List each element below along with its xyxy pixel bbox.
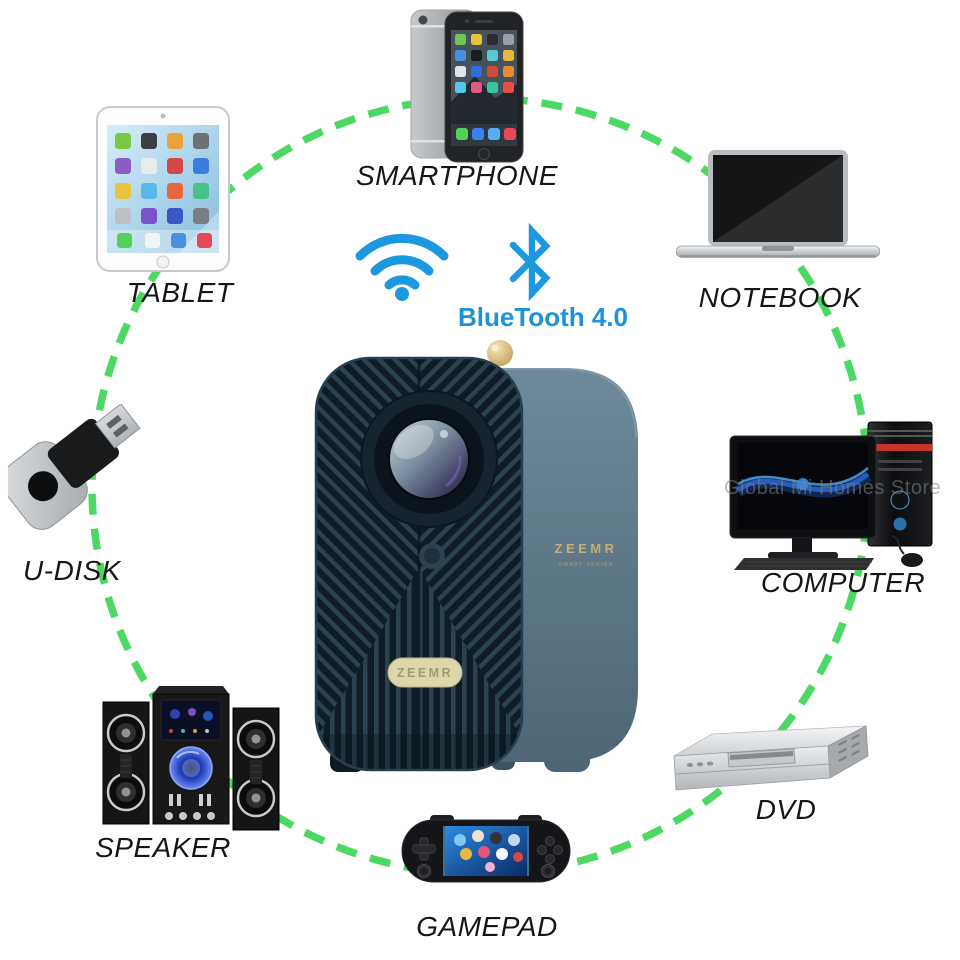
badge-logo-text: ZEEMR bbox=[397, 666, 453, 680]
computer-image bbox=[729, 421, 933, 570]
side-logo-text: ZEEMR bbox=[555, 541, 618, 556]
speaker-image bbox=[102, 686, 280, 831]
notebook-image bbox=[676, 150, 880, 258]
wifi-icon bbox=[355, 234, 449, 301]
tablet-image bbox=[96, 106, 230, 272]
speaker-label: SPEAKER bbox=[95, 832, 231, 863]
gamepad-image bbox=[401, 815, 571, 883]
smartphone-image bbox=[410, 9, 524, 163]
front-brand-badge: ZEEMR bbox=[387, 657, 463, 688]
bluetooth-icon bbox=[509, 222, 551, 302]
side-tagline-text: SMART SERIES bbox=[558, 562, 613, 568]
dvd-player-image bbox=[673, 725, 869, 791]
udisk-label: U-DISK bbox=[23, 555, 121, 586]
dvd-label: DVD bbox=[755, 794, 817, 825]
tablet-label: TABLET bbox=[126, 277, 234, 308]
projector-lens bbox=[360, 390, 498, 528]
bluetooth-version-label: BlueTooth 4.0 bbox=[458, 302, 628, 332]
usb-drive-image bbox=[8, 404, 141, 530]
smartphone-label: SMARTPHONE bbox=[355, 160, 559, 191]
computer-label: COMPUTER bbox=[760, 567, 926, 598]
notebook-label: NOTEBOOK bbox=[698, 282, 862, 313]
projector-image: ZEEMR ZEEMR SMART SERIES bbox=[314, 340, 638, 772]
store-watermark: Global Mi Homes Store bbox=[724, 477, 942, 499]
gamepad-label: GAMEPAD bbox=[416, 911, 558, 942]
